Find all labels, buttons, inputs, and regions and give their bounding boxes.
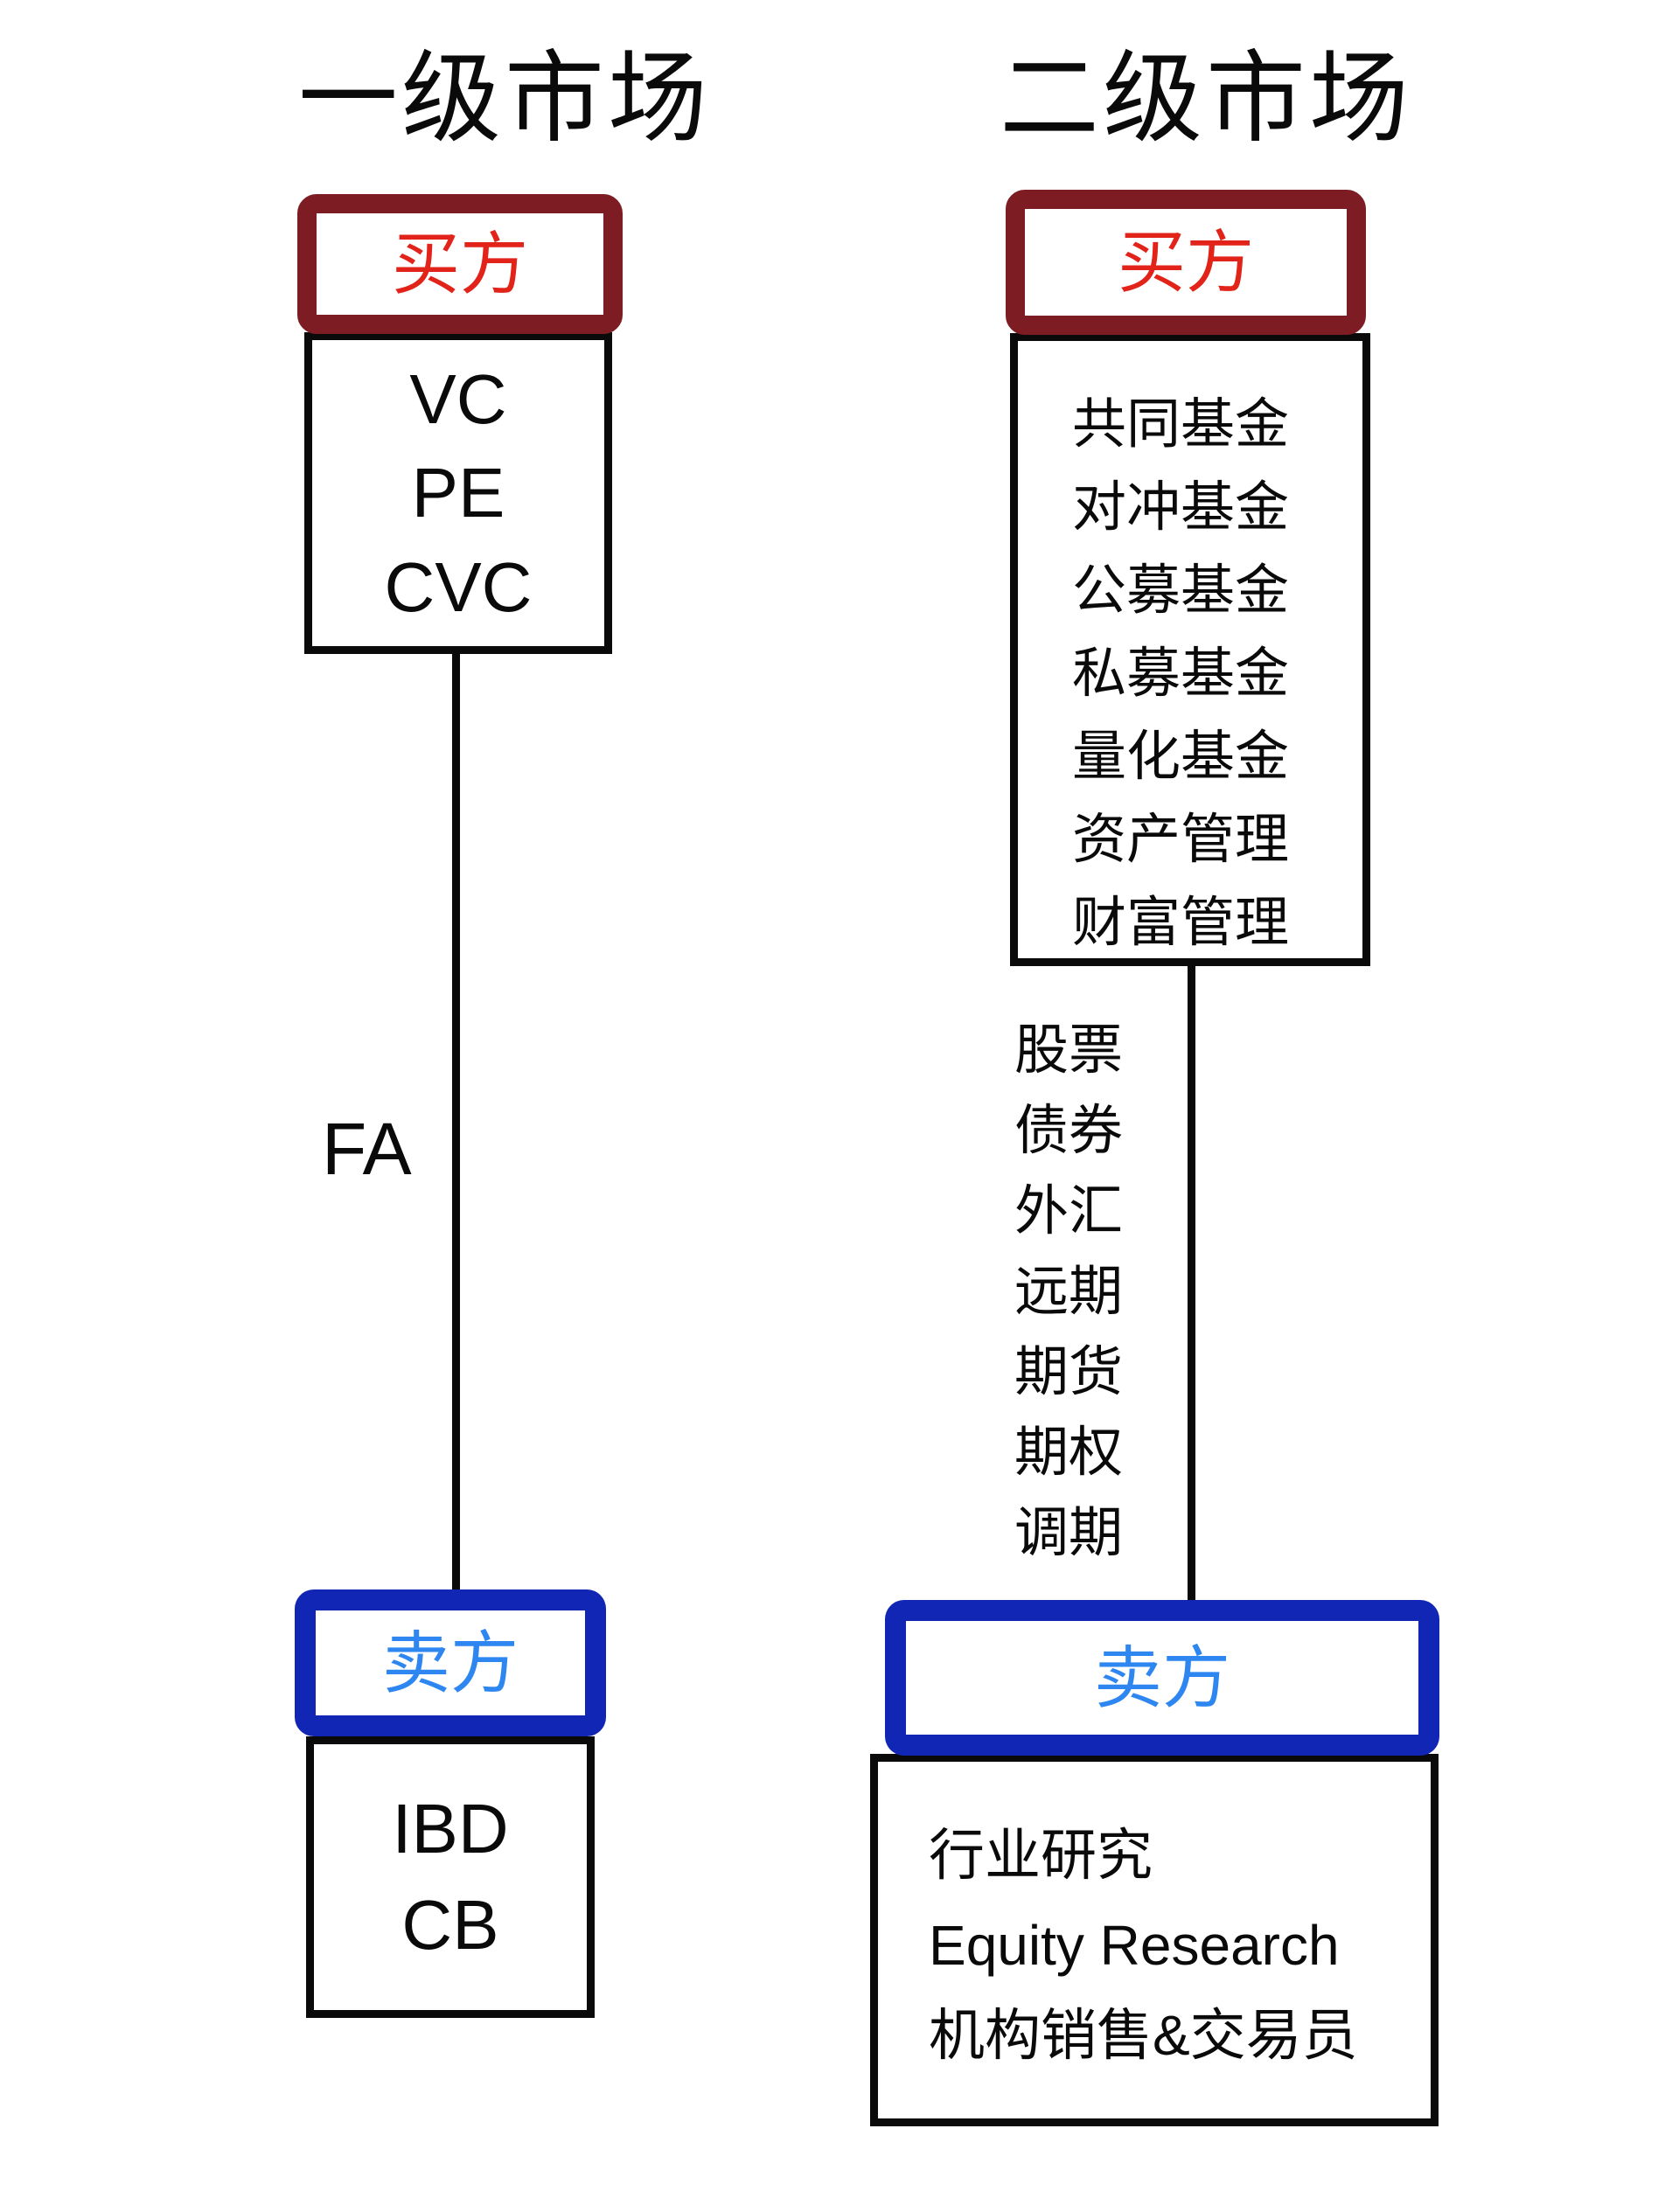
instrument-label: 股票	[1014, 1020, 1124, 1081]
primary-sell-side-members-box: IBD CB	[306, 1736, 595, 2018]
primary-buy-side-members-box: VC PE CVC	[304, 332, 612, 654]
primary-sell-side-label: 卖方	[381, 1624, 519, 1701]
primary-buy-side-member: PE	[411, 454, 505, 532]
secondary-connector-instrument-labels: 股票债券外汇远期期货期权调期	[1014, 1011, 1123, 1574]
primary-market-title: 一级市场	[298, 44, 712, 155]
primary-sell-side-member: CB	[401, 1885, 499, 1964]
instrument-label: 外汇	[1014, 1181, 1124, 1242]
secondary-buy-side-members-box: 共同基金对冲基金公募基金私募基金量化基金资产管理财富管理	[1010, 333, 1370, 966]
secondary-sell-side-member: Equity Research	[929, 1914, 1340, 1977]
secondary-buy-side-member: 私募基金	[1072, 643, 1290, 704]
instrument-label: 期权	[1014, 1422, 1124, 1483]
secondary-buy-side-member: 公募基金	[1072, 560, 1290, 621]
secondary-buy-side-badge: 买方	[1006, 190, 1366, 335]
primary-sell-side-member: IBD	[392, 1790, 509, 1868]
primary-connector-label-fa: FA	[322, 1108, 412, 1190]
secondary-sell-side-label: 卖方	[1093, 1639, 1230, 1716]
secondary-buy-side-member: 对冲基金	[1072, 477, 1290, 538]
secondary-buy-side-member: 财富管理	[1072, 893, 1290, 953]
primary-buy-side-member: CVC	[384, 547, 533, 626]
secondary-sell-side-members-box: 行业研究 Equity Research 机构销售&交易员	[870, 1754, 1439, 2126]
secondary-connector-line	[1188, 962, 1195, 1603]
primary-buy-side-badge: 买方	[297, 194, 623, 334]
primary-buy-side-label: 买方	[391, 226, 528, 303]
secondary-buy-side-member: 量化基金	[1072, 727, 1290, 787]
primary-connector-line	[452, 652, 460, 1593]
secondary-buy-side-member: 共同基金	[1072, 394, 1290, 455]
instrument-label: 期货	[1014, 1342, 1124, 1402]
secondary-sell-side-member: 行业研究	[929, 1824, 1153, 1887]
secondary-sell-side-badge: 卖方	[885, 1600, 1439, 1756]
primary-buy-side-member: VC	[409, 359, 507, 438]
primary-sell-side-badge: 卖方	[295, 1589, 606, 1736]
instrument-label: 债券	[1014, 1101, 1124, 1161]
secondary-buy-side-member: 资产管理	[1072, 810, 1290, 870]
secondary-buy-side-label: 买方	[1117, 224, 1254, 301]
secondary-market-title: 二级市场	[1000, 44, 1413, 155]
instrument-label: 调期	[1014, 1503, 1124, 1563]
secondary-sell-side-member: 机构销售&交易员	[929, 2004, 1358, 2067]
instrument-label: 远期	[1014, 1262, 1124, 1322]
